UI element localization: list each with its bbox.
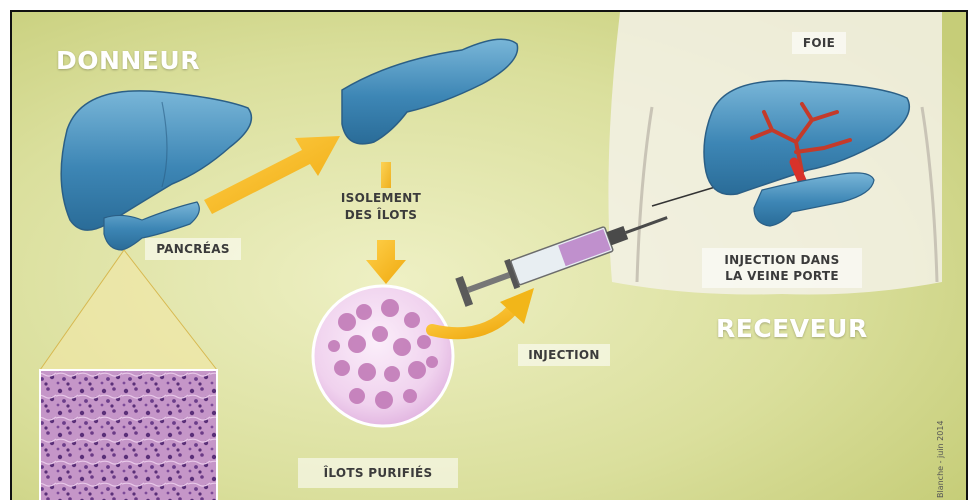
recipient-title: RECEVEUR <box>716 314 868 343</box>
liver-label: FOIE <box>792 32 846 54</box>
injection-label: INJECTION <box>518 344 610 366</box>
islet-isolation-line2: DES ÎLOTS <box>327 207 435 224</box>
islets-dish-image <box>313 286 453 426</box>
islet-isolation-line1: ISOLEMENT <box>327 190 435 207</box>
pancreas-label: PANCRÉAS <box>145 238 241 260</box>
purified-islets-label: ÎLOTS PURIFIÉS <box>298 458 458 488</box>
portal-vein-line1: INJECTION DANS <box>710 252 854 268</box>
portal-vein-injection-label: INJECTION DANS LA VEINE PORTE <box>702 248 862 288</box>
histology-image <box>40 370 217 500</box>
islet-isolation-label: ISOLEMENT DES ÎLOTS <box>327 190 435 224</box>
illustration-credit: Blanche - juin 2014 <box>936 420 945 498</box>
portal-vein-line2: LA VEINE PORTE <box>710 268 854 284</box>
diagram-frame: DONNEUR RECEVEUR FOIE PANCRÉAS ISOLEMENT… <box>10 10 968 500</box>
donor-title: DONNEUR <box>56 46 200 75</box>
